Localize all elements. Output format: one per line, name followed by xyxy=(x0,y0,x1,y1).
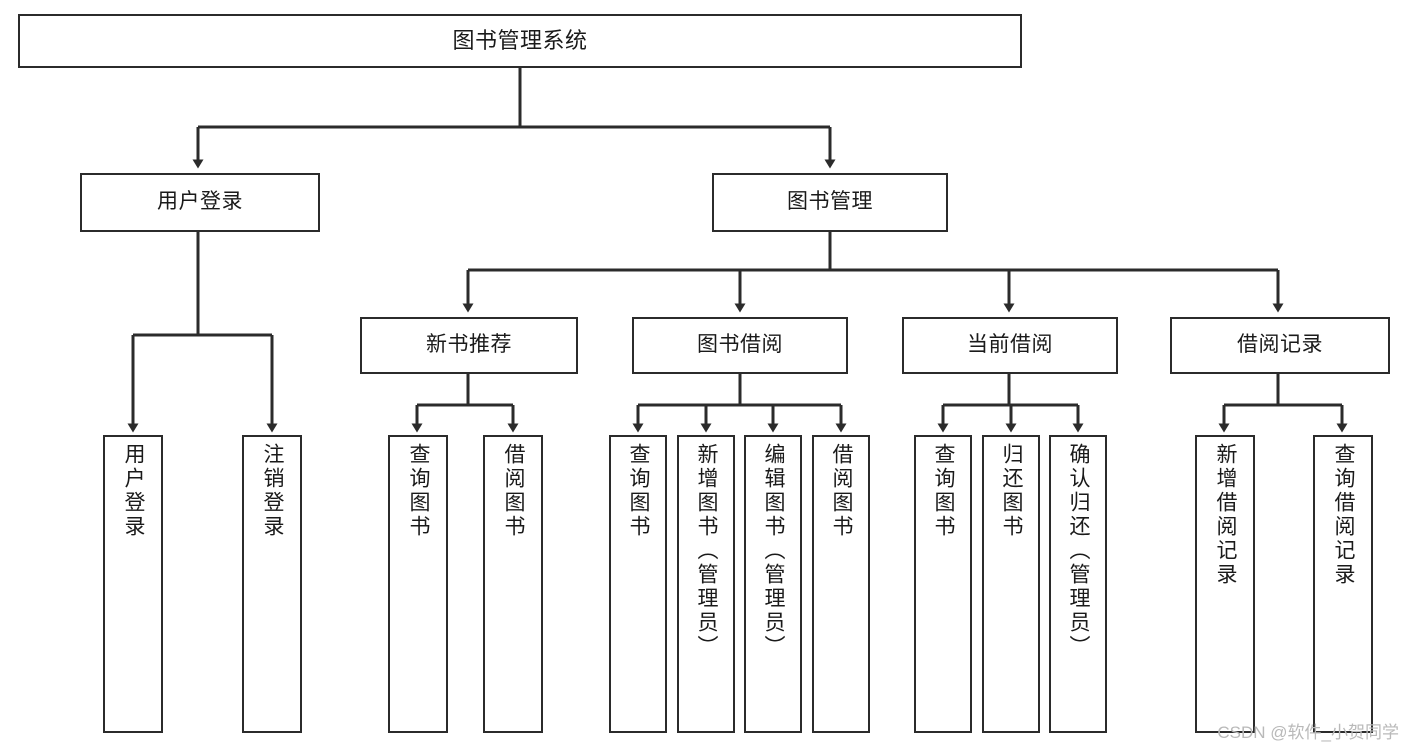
node-label: 归还图书 xyxy=(1000,443,1024,539)
node-label: 编辑图书（管理员） xyxy=(762,443,786,659)
leaf-borrow-record-add-record[interactable]: 新增借阅记录 xyxy=(1195,435,1255,733)
node-label: 查询图书 xyxy=(932,443,956,539)
leaf-current-borrow-return-books[interactable]: 归还图书 xyxy=(982,435,1040,733)
node-root-book-management-system[interactable]: 图书管理系统 xyxy=(18,14,1022,68)
leaf-book-borrow-edit-book-admin[interactable]: 编辑图书（管理员） xyxy=(744,435,802,733)
node-new-book-recommendation[interactable]: 新书推荐 xyxy=(360,317,578,374)
node-label: 查询图书 xyxy=(627,443,651,539)
node-book-management[interactable]: 图书管理 xyxy=(712,173,948,232)
leaf-new-book-borrow-books[interactable]: 借阅图书 xyxy=(483,435,543,733)
node-user-login[interactable]: 用户登录 xyxy=(80,173,320,232)
leaf-book-borrow-borrow-books[interactable]: 借阅图书 xyxy=(812,435,870,733)
leaf-user-login-login[interactable]: 用户登录 xyxy=(103,435,163,733)
leaf-book-borrow-add-book-admin[interactable]: 新增图书（管理员） xyxy=(677,435,735,733)
node-label: 图书管理 xyxy=(787,190,873,214)
leaf-current-borrow-query-books[interactable]: 查询图书 xyxy=(914,435,972,733)
node-current-borrowing[interactable]: 当前借阅 xyxy=(902,317,1118,374)
node-label: 借阅记录 xyxy=(1237,333,1323,357)
node-label: 图书借阅 xyxy=(697,333,783,357)
node-label: 新书推荐 xyxy=(426,333,512,357)
node-borrowing-record[interactable]: 借阅记录 xyxy=(1170,317,1390,374)
node-label: 当前借阅 xyxy=(967,333,1053,357)
leaf-new-book-query-books[interactable]: 查询图书 xyxy=(388,435,448,733)
node-label: 确认归还（管理员） xyxy=(1067,443,1091,659)
node-book-borrowing[interactable]: 图书借阅 xyxy=(632,317,848,374)
node-label: 借阅图书 xyxy=(502,443,526,539)
leaf-current-borrow-confirm-return-admin[interactable]: 确认归还（管理员） xyxy=(1049,435,1107,733)
node-label: 借阅图书 xyxy=(830,443,854,539)
leaf-user-login-logout[interactable]: 注销登录 xyxy=(242,435,302,733)
node-label: 图书管理系统 xyxy=(452,28,588,54)
node-label: 用户登录 xyxy=(157,190,243,214)
node-label: 新增图书（管理员） xyxy=(695,443,719,659)
leaf-borrow-record-query-record[interactable]: 查询借阅记录 xyxy=(1313,435,1373,733)
leaf-book-borrow-query-books[interactable]: 查询图书 xyxy=(609,435,667,733)
node-label: 查询图书 xyxy=(407,443,431,539)
node-label: 查询借阅记录 xyxy=(1332,443,1356,587)
node-label: 新增借阅记录 xyxy=(1214,443,1238,587)
csdn-watermark: CSDN @软件_小贺同学 xyxy=(1217,723,1399,742)
node-label: 注销登录 xyxy=(261,443,285,539)
node-label: 用户登录 xyxy=(122,443,146,539)
